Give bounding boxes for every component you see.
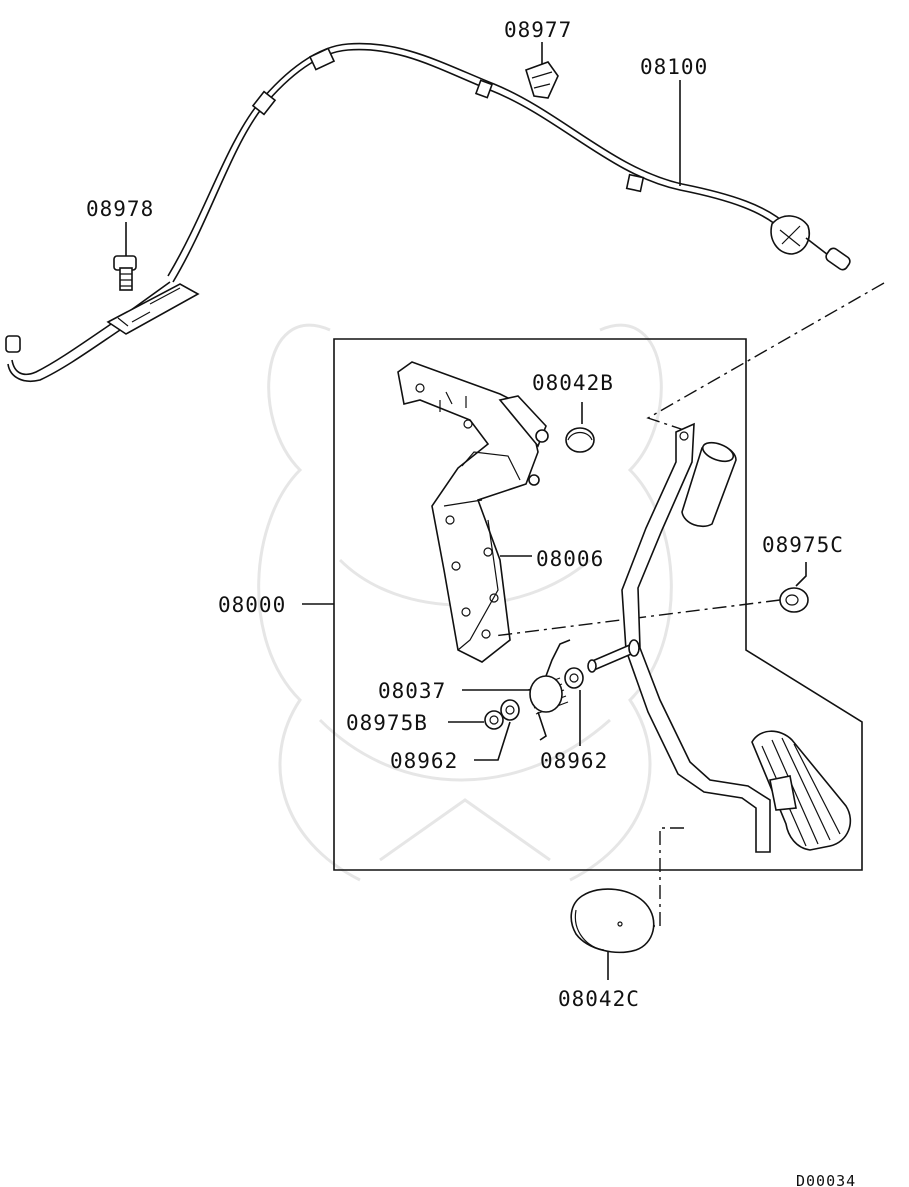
label-08978: 08978 — [86, 197, 154, 221]
pivot-pin — [587, 639, 640, 673]
bolt-08978 — [113, 222, 137, 291]
label-08975C: 08975C — [762, 533, 844, 557]
leader-08962-left — [474, 721, 511, 761]
nut-08975B — [484, 710, 504, 730]
label-08000: 08000 — [218, 593, 286, 617]
label-08975B: 08975B — [346, 711, 428, 735]
stopper-08042B — [565, 402, 595, 453]
assembly-frame — [333, 338, 863, 871]
reference-code: D00034 — [796, 1172, 856, 1187]
clip-08977 — [525, 42, 559, 99]
label-08042C: 08042C — [558, 987, 640, 1011]
label-08100: 08100 — [640, 55, 708, 79]
label-08042B: 08042B — [532, 371, 614, 395]
throttle-cable — [5, 42, 851, 382]
label-08962-left: 08962 — [390, 749, 458, 773]
washer-08962-right — [564, 667, 584, 689]
label-08006: 08006 — [536, 547, 604, 571]
label-08037: 08037 — [378, 679, 446, 703]
accelerator-pedal-pad — [751, 730, 852, 851]
label-08977: 08977 — [504, 18, 572, 42]
return-spring-08037 — [527, 639, 571, 741]
dashed-connector-cable — [646, 282, 885, 431]
washer-08962-left — [500, 699, 520, 721]
pedal-bracket-08006 — [397, 361, 549, 663]
bushing-08975C — [779, 562, 809, 613]
accelerator-pedal-arm — [621, 422, 771, 853]
stopper-08042C — [570, 888, 655, 980]
label-08962-right: 08962 — [540, 749, 608, 773]
